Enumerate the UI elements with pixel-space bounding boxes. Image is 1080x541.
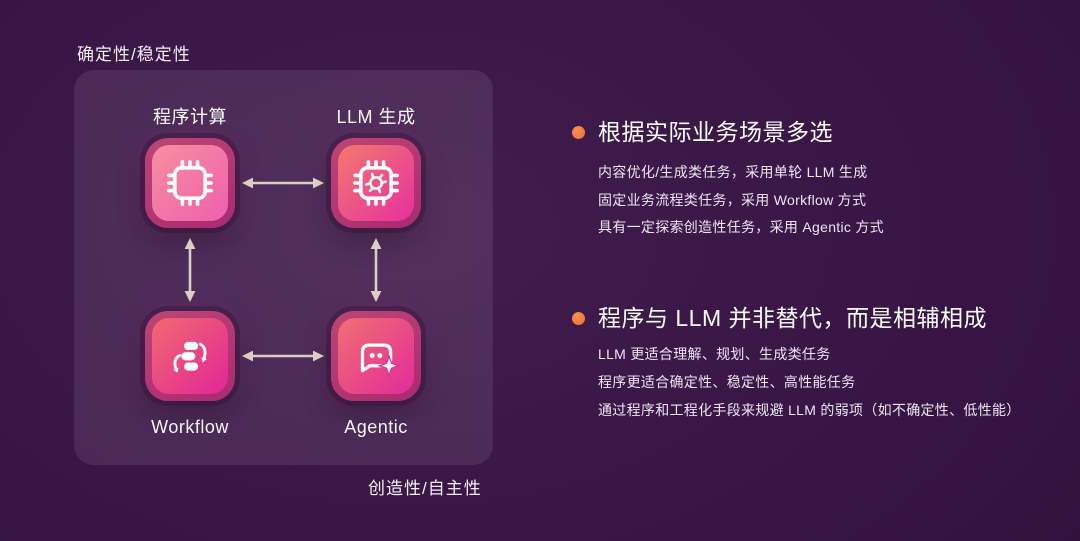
bullet-heading-complementary: 程序与 LLM 并非替代，而是相辅相成	[598, 305, 988, 331]
bullet-item: 通过程序和工程化手段来规避 LLM 的弱项（如不确定性、低性能）	[598, 402, 1021, 418]
node-tile-llm-generate	[331, 138, 421, 228]
axis-label-determinism: 确定性/稳定性	[77, 45, 191, 64]
arrow-llm-agentic	[365, 236, 387, 304]
bullet-dot	[572, 312, 585, 325]
agentic-chat-icon	[350, 330, 402, 382]
arrow-program-workflow	[179, 236, 201, 304]
axis-label-creativity: 创造性/自主性	[368, 479, 482, 498]
node-label-program-compute: 程序计算	[153, 107, 227, 127]
bullet-item: 固定业务流程类任务，采用 Workflow 方式	[598, 192, 867, 208]
node-label-agentic: Agentic	[344, 417, 408, 437]
bullet-heading-scene-select: 根据实际业务场景多选	[598, 119, 833, 145]
workflow-icon	[164, 330, 216, 382]
quadrant-panel	[74, 70, 493, 465]
arrow-workflow-agentic	[240, 345, 326, 367]
node-tile-workflow	[145, 311, 235, 401]
arrow-program-llm	[240, 172, 326, 194]
bullet-item: 程序更适合确定性、稳定性、高性能任务	[598, 374, 856, 390]
bullet-dot	[572, 126, 585, 139]
bullet-item: 具有一定探索创造性任务，采用 Agentic 方式	[598, 219, 884, 235]
cpu-chip-icon	[164, 157, 216, 209]
openai-chip-icon	[350, 157, 402, 209]
node-label-llm-generate: LLM 生成	[336, 107, 416, 127]
node-label-workflow: Workflow	[151, 417, 229, 437]
node-tile-program-compute	[145, 138, 235, 228]
bullet-item: 内容优化/生成类任务，采用单轮 LLM 生成	[598, 164, 868, 180]
bullet-item: LLM 更适合理解、规划、生成类任务	[598, 346, 831, 362]
node-tile-agentic	[331, 311, 421, 401]
